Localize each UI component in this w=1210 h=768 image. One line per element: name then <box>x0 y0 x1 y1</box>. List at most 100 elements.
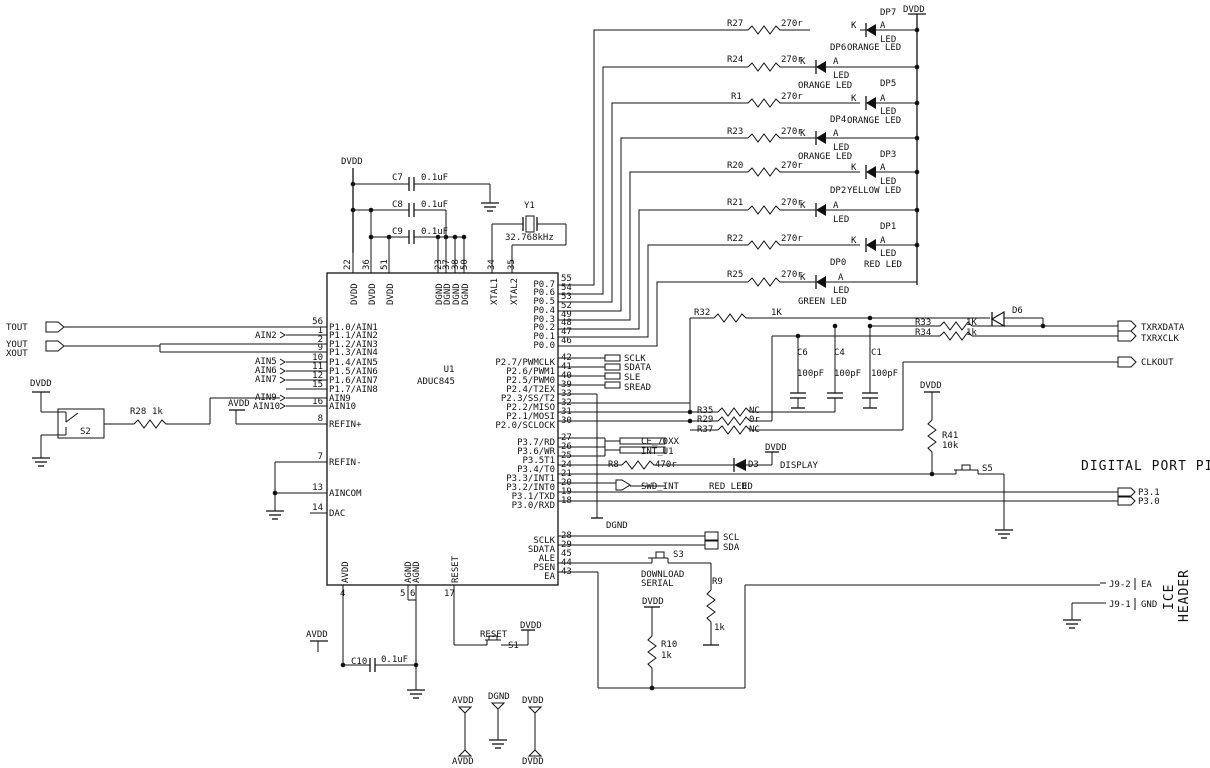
pin-name-p2-6: P2.6/PWM1 <box>506 367 555 377</box>
r1-value: 270r <box>781 92 803 102</box>
led-dp3 <box>865 165 917 179</box>
r24-value: 270r <box>781 55 803 65</box>
p30-label: P3.0 <box>1138 497 1160 507</box>
pin-num-34: 34 <box>487 259 497 270</box>
pin-num-37: 37 <box>442 259 452 270</box>
dp3-a: A <box>880 163 886 173</box>
r34-ref: R34 <box>915 328 931 338</box>
pin-num-45: 45 <box>561 549 572 559</box>
dp6-caption: LED <box>833 71 849 81</box>
ain2-label: AIN2 <box>255 331 277 341</box>
r10-value: 1k <box>661 651 672 661</box>
r34-value: 1k <box>966 328 977 338</box>
pin-name-dgnd-50: DGND <box>461 283 471 305</box>
pwr-dvdd-label-1: DVDD <box>522 696 544 706</box>
pin-num-55: 55 <box>561 274 572 284</box>
dp4-k: K <box>800 129 806 139</box>
dp4-designator: DP4 <box>830 115 846 125</box>
dp2-a: A <box>833 201 839 211</box>
pin-num-47: 47 <box>561 327 572 337</box>
dp1-color: RED LED <box>864 260 902 270</box>
pin-name-p3-3: P3.3/INT1 <box>506 474 555 484</box>
dp0-k: K <box>800 273 806 283</box>
txrx-section: R32 1K R33 1K D6 TXRXDATA TXRXCLK R34 1k <box>690 306 1185 430</box>
tout-label: TOUT <box>6 323 28 333</box>
s5-ref: S5 <box>982 464 993 474</box>
led-dp4 <box>810 131 917 145</box>
pin-name-dvdd-51: DVDD <box>386 283 396 305</box>
pin-num-50: 50 <box>460 259 470 270</box>
c7-value: 0.1uF <box>421 173 448 183</box>
ice-section: SCL SDA S3 DOWNLOAD SERIAL R9 1k DVDD R1… <box>558 531 1192 691</box>
r28-ref: R28 <box>130 407 146 417</box>
pin-num-46: 46 <box>561 336 572 346</box>
pin-num-12: 12 <box>312 371 323 381</box>
dp1-designator: DP1 <box>880 222 896 232</box>
pin-num-22: 22 <box>343 259 353 270</box>
dp2-color: YELLOW LED <box>847 186 901 196</box>
r20-ref: R20 <box>727 161 743 171</box>
r1-ref: R1 <box>731 92 742 102</box>
r23-ref: R23 <box>727 127 743 137</box>
pin-name-avdd: AVDD <box>341 561 351 583</box>
u1-left-pins: 56 1 2 9 10 11 12 15 16 8 7 13 14 P1.0/A… <box>236 317 378 519</box>
tout-connector <box>45 321 65 333</box>
j9-gnd-label: GND <box>1141 600 1157 610</box>
pin-num-51: 51 <box>380 259 390 270</box>
pin-name-dvdd-22: DVDD <box>350 283 360 305</box>
pin-num-16: 16 <box>312 397 323 407</box>
u1-ref: U1 <box>444 365 455 375</box>
s3-label-serial: SERIAL <box>641 579 674 589</box>
dp3-k: K <box>851 163 857 173</box>
c8-value: 0.1uF <box>421 200 448 210</box>
u1-part: ADUC845 <box>417 377 455 387</box>
dp1-a: A <box>880 236 886 246</box>
dp5-color: ORANGE LED <box>798 81 852 91</box>
r9-value: 1k <box>714 623 725 633</box>
ain7-label: AIN7 <box>255 375 277 385</box>
sclk-net-label: SCLK <box>624 354 646 364</box>
r25-ref: R25 <box>727 270 743 280</box>
pin-name-p2-3: P2.3/SS/T2 <box>501 394 555 404</box>
r21-value: 270r <box>781 198 803 208</box>
ain10-label: AIN10 <box>253 402 280 412</box>
dp2-caption: LED <box>833 215 849 225</box>
sread-net-label: SREAD <box>624 383 651 393</box>
dvdd-top-label: DVDD <box>341 157 363 167</box>
header-label: HEADER <box>1177 569 1192 622</box>
s3-ref: S3 <box>673 550 684 560</box>
r27-value: 270r <box>781 19 803 29</box>
pin-num-13: 13 <box>312 483 323 493</box>
pin-num-1: 1 <box>318 326 323 336</box>
c10-value: 0.1uF <box>381 655 408 665</box>
r8-ref: R8 <box>608 460 619 470</box>
r22-ref: R22 <box>727 234 743 244</box>
decoupling-caps: DVDD C7 0.1uF C8 0.1uF C9 0. <box>341 157 499 253</box>
led-dp2 <box>810 203 917 217</box>
dp6-color: ORANGE LED <box>847 43 901 53</box>
pwr-avdd-label-1: AVDD <box>452 696 474 706</box>
dp2-k: K <box>800 201 806 211</box>
c8-ref: C8 <box>392 200 403 210</box>
r10-ref: R10 <box>661 640 677 650</box>
pin-name-p0-0: P0.0 <box>533 341 555 351</box>
yout-label: YOUT <box>6 340 28 350</box>
refin-avdd-label: AVDD <box>228 399 250 409</box>
pin-name-p0-1: P0.1 <box>533 332 555 342</box>
pin-name-dac: DAC <box>329 509 345 519</box>
r9-ref: R9 <box>712 577 723 587</box>
sdata-net-label: SDATA <box>624 363 652 373</box>
s2-ref: S2 <box>80 427 91 437</box>
y1-value: 32.768kHz <box>505 233 554 243</box>
led-ladder: DVDD <box>558 5 926 347</box>
left-inputs: TOUT YOUT XOUT AIN2 AIN5 AIN6 AIN7 AIN9 … <box>6 321 286 520</box>
pin-name-dgnd-37: DGND <box>443 283 453 305</box>
c9-value: 0.1uF <box>421 227 448 237</box>
pin-name-agnd-5: AGND <box>404 561 414 583</box>
r41-dvdd-label: DVDD <box>920 381 942 391</box>
dp7-color: LED <box>880 35 896 45</box>
pin-num-35: 35 <box>507 259 517 270</box>
pin-name-p0-6: P0.6 <box>533 288 555 298</box>
scl-label: SCL <box>723 533 739 543</box>
u1-body <box>326 272 559 586</box>
